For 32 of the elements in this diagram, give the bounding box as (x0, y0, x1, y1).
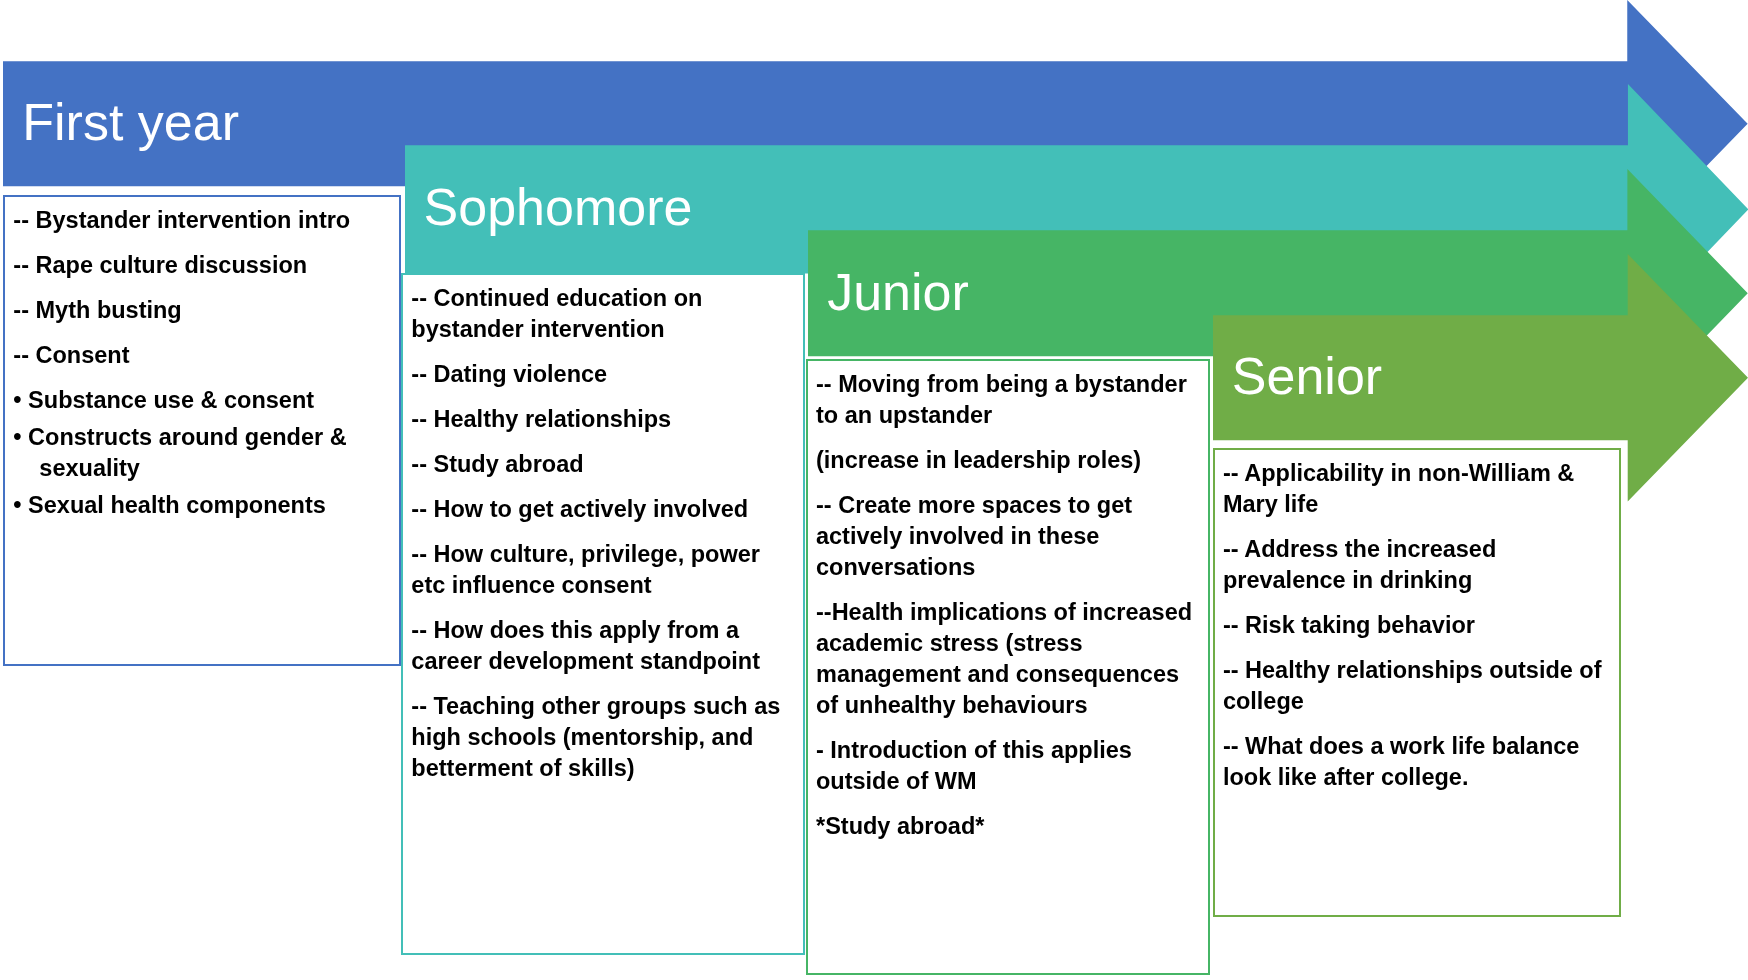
topic-text: -- Study abroad (411, 450, 585, 480)
topic-text: -- Risk taking behavior (1222, 611, 1476, 641)
topic-text: -- Healthy relationships outside of college (1222, 656, 1603, 717)
stage-heading: Senior (1231, 349, 1383, 402)
topic-text: *Study abroad* (816, 812, 986, 842)
topic-text: --Health implications of increased academic stress (stress management and consequences of unhealthy behaviours (816, 598, 1194, 721)
topic-text: -- Create more spaces to get actively involved in these conversations (816, 491, 1134, 583)
topic-text: -- What does a work life balance look like after college. (1222, 732, 1581, 793)
topic-text: -- Dating violence (411, 360, 609, 390)
stage-heading: Junior (827, 265, 969, 318)
topic-text: -- How culture, privilege, power etc influence consent (411, 540, 761, 601)
topic-text: -- Myth busting (13, 296, 183, 326)
topic-text: • Substance use & consent (13, 386, 316, 416)
topic-text: -- Continued education on bystander intervention (411, 284, 704, 345)
topic-text: -- Bystander intervention intro (13, 206, 352, 236)
topic-box (806, 358, 1210, 976)
topic-box (3, 195, 402, 666)
topic-box (401, 273, 805, 956)
topic-text: -- How does this apply from a career development standpoint (411, 616, 761, 677)
topic-text: • Sexual health components (13, 491, 327, 521)
topic-text: • Constructs around gender & sexuality (13, 423, 348, 484)
topic-text: -- Address the increased prevalence in drinking (1222, 535, 1498, 596)
topic-text: -- Applicability in non-William & Mary life (1222, 459, 1576, 520)
topic-text: -- Healthy relationships (411, 405, 673, 435)
topic-text: -- Teaching other groups such as high schools (mentorship, and betterment of skills) (411, 692, 782, 784)
topic-text: (increase in leadership roles) (816, 446, 1143, 475)
topic-text: -- How to get actively involved (411, 495, 750, 525)
topic-text: -- Moving from being a bystander to an upstander (816, 369, 1188, 430)
topic-text: - Introduction of this applies outside of WM (816, 736, 1133, 797)
topic-text: -- Consent (13, 341, 131, 371)
topic-box (1212, 448, 1621, 918)
topic-text: -- Rape culture discussion (13, 251, 309, 281)
